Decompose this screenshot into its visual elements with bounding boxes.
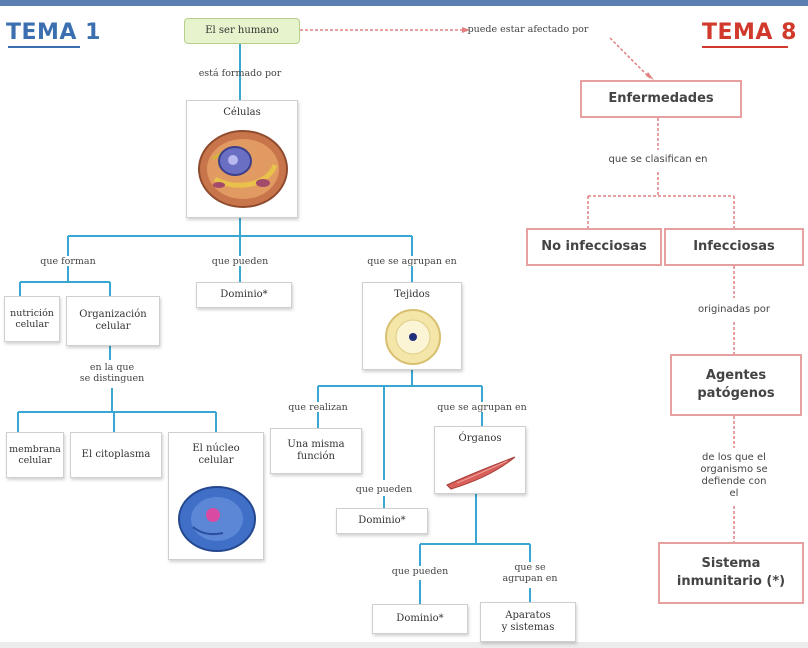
box-nutricion-celular: nutrición celular [4, 296, 60, 342]
box-aparatos-sistemas: Aparatos y sistemas [480, 602, 576, 642]
box-tejidos: Tejidos [362, 282, 462, 370]
box-nucleo-celular: El núcleo celular [168, 432, 264, 560]
link-que-se-agrupan-en-3: que se agrupan en [502, 562, 558, 585]
tema8-underline [702, 46, 788, 48]
animal-cell-illustration [198, 130, 288, 208]
box-enfermedades: Enfermedades [580, 80, 742, 118]
top-band [0, 0, 808, 6]
tejidos-label: Tejidos [394, 289, 430, 300]
bottom-band [0, 642, 808, 648]
tissue-illustration [385, 309, 441, 365]
link-que-se-agrupan-en: que se agrupan en [367, 256, 457, 267]
box-dominio-2: Dominio* [336, 508, 428, 534]
link-formado-por: está formado por [198, 68, 282, 79]
tema8-heading: TEMA 8 [702, 20, 797, 45]
dominio-text-1: Dominio* [220, 289, 268, 300]
nucleo-label: El núcleo celular [192, 443, 240, 466]
box-sistema-inmunitario: Sistema inmunitario (*) [658, 542, 804, 604]
muscle-illustration [446, 456, 516, 490]
tema1-heading: TEMA 1 [6, 20, 101, 45]
organos-label: Órganos [458, 433, 502, 444]
box-no-infecciosas: No infecciosas [526, 228, 662, 266]
box-organizacion-celular: Organización celular [66, 296, 160, 346]
dominio-text-3: Dominio* [396, 613, 444, 624]
link-en-la-que-se-distinguen: en la que se distinguen [79, 362, 145, 385]
link-que-pueden-cell: que pueden [211, 256, 269, 267]
link-puede-estar-afectado-por: puede estar afectado por [467, 24, 589, 35]
box-agentes-patogenos: Agentes patógenos [670, 354, 802, 416]
link-que-se-clasifican-en: que se clasifican en [608, 154, 708, 165]
cell-label: Células [223, 107, 261, 118]
link-que-pueden-2: que pueden [355, 484, 413, 495]
box-organos: Órganos [434, 426, 526, 494]
link-que-realizan: que realizan [288, 402, 348, 413]
box-dominio-1: Dominio* [196, 282, 292, 308]
root-node-ser-humano: El ser humano [184, 18, 300, 44]
link-que-pueden-3: que pueden [391, 566, 449, 577]
box-membrana-celular: membrana celular [6, 432, 64, 478]
link-organismo-se-defiende: de los que el organismo se defiende con … [700, 452, 768, 499]
box-misma-funcion: Una misma función [270, 428, 362, 474]
nucleus-illustration [178, 486, 256, 552]
link-que-se-agrupan-en-2: que se agrupan en [437, 402, 527, 413]
link-que-forman: que forman [40, 256, 96, 267]
box-infecciosas: Infecciosas [664, 228, 804, 266]
dominio-text-2: Dominio* [358, 515, 406, 526]
tema1-underline [8, 46, 80, 48]
box-citoplasma: El citoplasma [70, 432, 162, 478]
cell-box: Células [186, 100, 298, 218]
box-dominio-3: Dominio* [372, 604, 468, 634]
link-originadas-por: originadas por [697, 304, 771, 315]
